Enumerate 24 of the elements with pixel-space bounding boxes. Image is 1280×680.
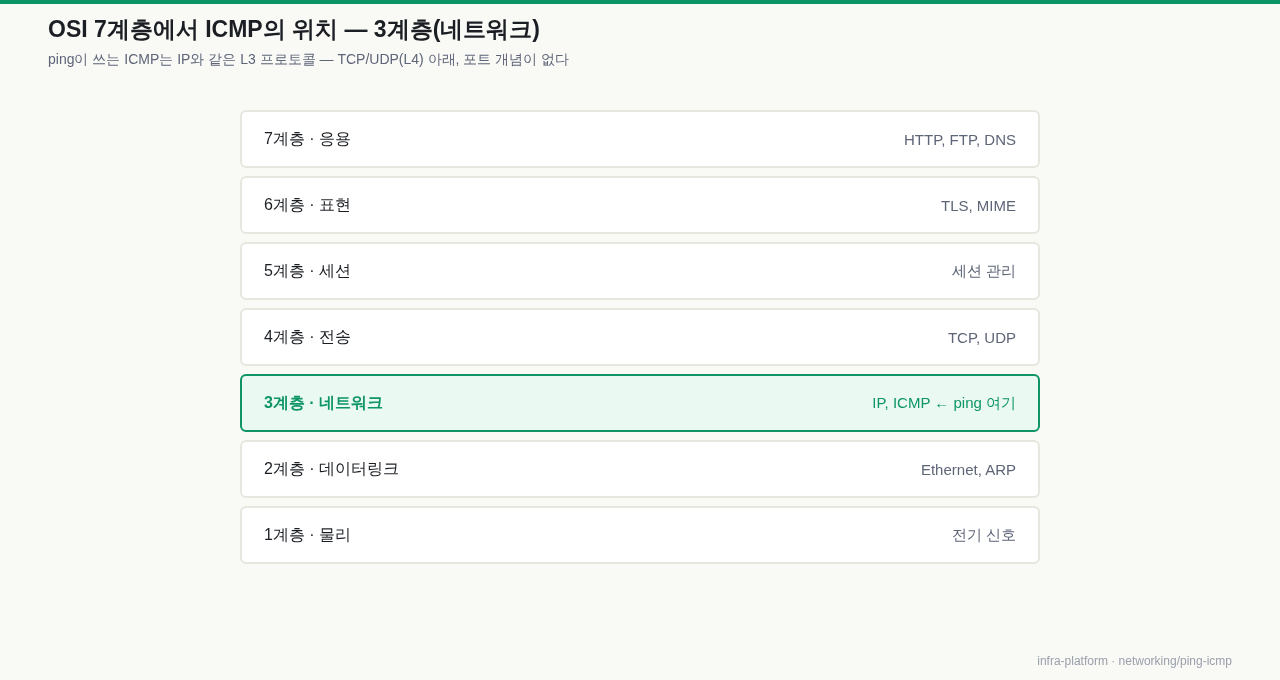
protocol-list: HTTP, FTP, DNS [904, 130, 1016, 148]
page-title: OSI 7계층에서 ICMP의 위치 — 3계층(네트워크) [48, 15, 540, 44]
layer-name: 1계층 · 물리 [264, 524, 352, 545]
layer-name: 4계층 · 전송 [264, 326, 352, 347]
footer-note: infra-platform · networking/ping-icmp [1037, 654, 1232, 668]
layer-name: 5계층 · 세션 [264, 260, 352, 281]
layer-box [240, 506, 1040, 564]
protocol-list: 세션 관리 [951, 261, 1016, 281]
protocol-list: Ethernet, ARP [920, 460, 1016, 478]
protocol-list: IP, ICMP ← ping 여기 [872, 393, 1016, 413]
highlighted-layer-box [240, 374, 1040, 432]
protocol-list: TCP, UDP [947, 328, 1016, 346]
layer-name: 6계층 · 표현 [264, 194, 352, 215]
protocol-list: 전기 신호 [951, 525, 1016, 545]
protocol-list: TLS, MIME [941, 196, 1016, 214]
subtitle: ping이 쓰는 ICMP는 IP와 같은 L3 프로토콜 — TCP/UDP(L4) 아래, 포트 개념이 없다 [48, 51, 570, 69]
layer-box [240, 308, 1040, 366]
layer-box [240, 440, 1040, 498]
layer-box [240, 242, 1040, 300]
layer-name: 3계층 · 네트워크 [264, 392, 384, 413]
layer-box [240, 176, 1040, 234]
layer-box [240, 110, 1040, 168]
layer-name: 2계층 · 데이터링크 [264, 458, 400, 479]
layer-name: 7계층 · 응용 [264, 128, 352, 149]
